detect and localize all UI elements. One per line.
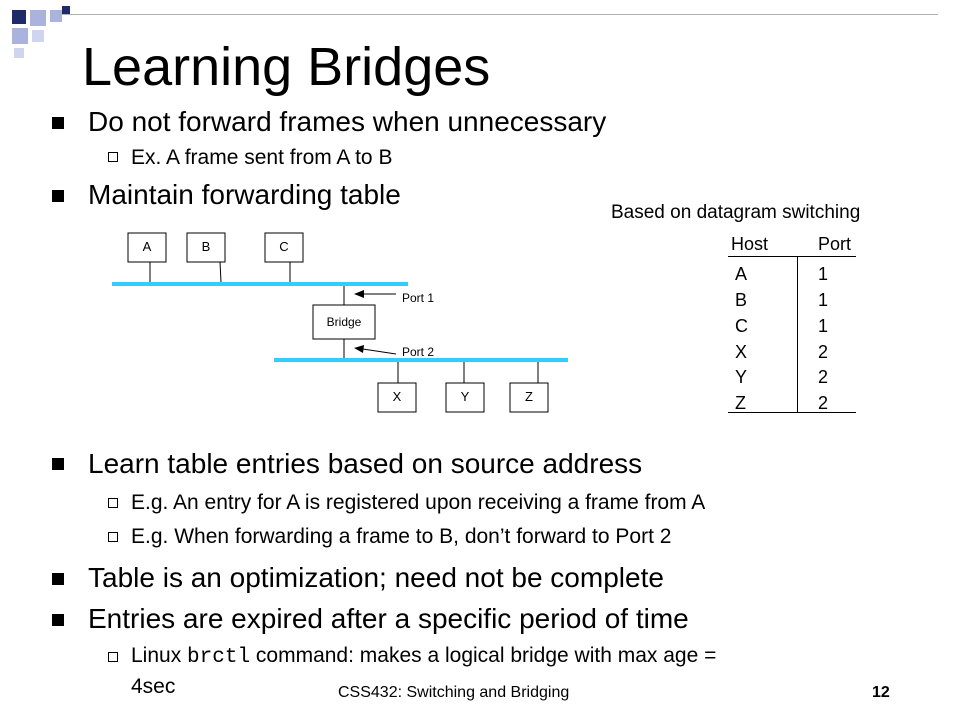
sub-bullet-text-part: Linux <box>131 644 182 667</box>
deco-square <box>50 10 62 22</box>
table-cell-host: B <box>735 290 748 310</box>
table-header-host: Host <box>731 234 769 254</box>
bullet-text: Table is an optimization; need not be co… <box>88 562 664 593</box>
deco-square <box>12 10 26 24</box>
bullet-marker <box>52 458 64 470</box>
bullet-marker <box>52 573 64 585</box>
deco-square <box>32 30 44 42</box>
network-diagram <box>112 232 568 413</box>
bridge-label: Bridge <box>326 315 362 329</box>
table-cell-port: 1 <box>818 290 829 310</box>
bullet-marker <box>52 117 64 129</box>
table-cell-port: 2 <box>818 342 829 362</box>
table-cell-port: 1 <box>818 264 829 284</box>
host-label-x: X <box>392 389 402 404</box>
slide-title: Learning Bridges <box>82 37 491 97</box>
table-header-rule <box>728 256 856 257</box>
sub-bullet-text: Linux brctl command: makes a logical bri… <box>131 643 716 671</box>
table-cell-host: Z <box>735 393 746 413</box>
bullet-text: Entries are expired after a specific per… <box>88 603 689 634</box>
page-number: 12 <box>872 684 890 701</box>
host-label-b: B <box>201 239 211 254</box>
host-box-a <box>127 232 167 263</box>
table-cell-host: A <box>735 264 748 284</box>
bullet-marker <box>52 190 64 202</box>
host-box-y <box>445 382 485 413</box>
host-box-c <box>264 232 304 263</box>
sub-bullet-text: Ex. A frame sent from A to B <box>131 146 393 169</box>
sub-bullet-marker <box>108 532 118 542</box>
table-header-port: Port <box>818 234 852 254</box>
deco-square <box>30 10 46 26</box>
deco-square <box>14 48 24 58</box>
bullet-marker <box>52 614 64 626</box>
title-rule <box>60 14 938 15</box>
port1-label: Port 1 <box>402 291 435 305</box>
table-cell-host: C <box>735 316 748 336</box>
sub-bullet-text: E.g. An entry for A is registered upon r… <box>131 491 706 514</box>
deco-square <box>12 28 28 44</box>
bridge-box <box>312 304 376 340</box>
sub-bullet-text-part: command: makes a logical bridge with max… <box>255 644 717 667</box>
host-box-x <box>377 382 417 413</box>
host-box-b <box>186 232 226 263</box>
host-label-y: Y <box>460 389 470 404</box>
port2-label: Port 2 <box>402 345 435 359</box>
sub-bullet-marker <box>108 152 118 162</box>
sub-bullet-text: E.g. When forwarding a frame to B, don’t… <box>131 525 672 548</box>
bullet-text: Maintain forwarding table <box>88 179 401 210</box>
host-label-a: A <box>142 239 152 254</box>
bullet-text: Learn table entries based on source addr… <box>88 448 643 479</box>
sub-bullet-marker <box>108 652 118 662</box>
footer-course: CSS432: Switching and Bridging <box>338 684 570 701</box>
sub-bullet-text-continuation: 4sec <box>131 675 176 698</box>
sub-bullet-marker <box>108 498 118 508</box>
host-box-z <box>509 382 549 413</box>
host-label-z: Z <box>525 389 533 404</box>
table-cell-port: 2 <box>818 393 829 413</box>
host-label-c: C <box>279 239 289 254</box>
table-cell-port: 2 <box>818 367 829 387</box>
table-bottom-rule <box>728 412 856 413</box>
table-cell-host: X <box>735 342 748 362</box>
code-command: brctl <box>187 646 251 669</box>
bullet-text: Do not forward frames when unnecessary <box>88 106 607 137</box>
table-caption: Based on datagram switching <box>611 202 861 223</box>
table-cell-host: Y <box>735 367 748 387</box>
table-cell-port: 1 <box>818 316 829 336</box>
deco-square <box>62 6 70 14</box>
table-column-divider <box>797 257 798 413</box>
